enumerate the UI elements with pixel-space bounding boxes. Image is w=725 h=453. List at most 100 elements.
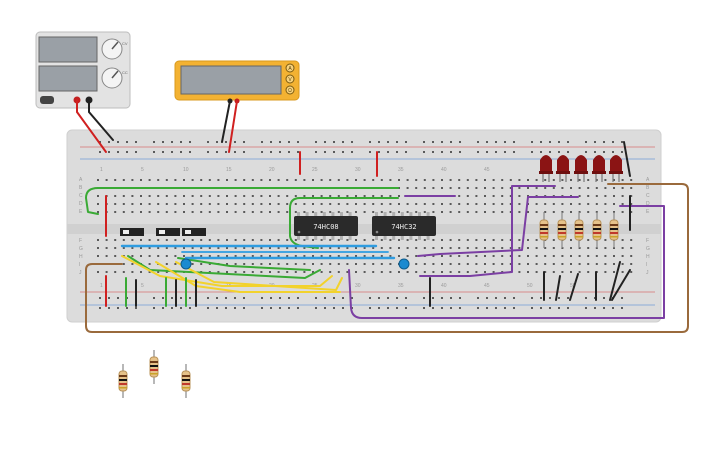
breadboard-hole[interactable] bbox=[415, 203, 418, 205]
breadboard-hole[interactable] bbox=[286, 271, 289, 273]
breadboard-hole[interactable] bbox=[372, 271, 375, 273]
breadboard-hole[interactable] bbox=[105, 255, 108, 257]
breadboard-hole[interactable] bbox=[621, 203, 624, 205]
breadboard-hole[interactable] bbox=[99, 141, 101, 143]
breadboard-hole[interactable] bbox=[277, 203, 280, 205]
breadboard-hole[interactable] bbox=[148, 203, 151, 205]
breadboard-hole[interactable] bbox=[389, 179, 392, 181]
breadboard-hole[interactable] bbox=[552, 247, 555, 249]
breadboard-hole[interactable] bbox=[535, 203, 538, 205]
breadboard-hole[interactable] bbox=[243, 239, 246, 241]
breadboard-hole[interactable] bbox=[122, 247, 125, 249]
breadboard-hole[interactable] bbox=[333, 141, 335, 143]
breadboard-hole[interactable] bbox=[260, 239, 263, 241]
led[interactable] bbox=[592, 155, 606, 182]
breadboard-hole[interactable] bbox=[475, 187, 478, 189]
breadboard-hole[interactable] bbox=[251, 263, 254, 265]
breadboard-hole[interactable] bbox=[578, 179, 581, 181]
breadboard-hole[interactable] bbox=[552, 255, 555, 257]
breadboard-hole[interactable] bbox=[243, 307, 245, 309]
breadboard-hole[interactable] bbox=[165, 211, 168, 213]
breadboard-hole[interactable] bbox=[131, 195, 134, 197]
breadboard-hole[interactable] bbox=[587, 239, 590, 241]
breadboard-hole[interactable] bbox=[380, 239, 383, 241]
breadboard-hole[interactable] bbox=[484, 247, 486, 249]
breadboard-hole[interactable] bbox=[570, 255, 572, 257]
breadboard-hole[interactable] bbox=[208, 255, 211, 257]
breadboard-hole[interactable] bbox=[355, 195, 357, 197]
breadboard-hole[interactable] bbox=[406, 239, 409, 241]
breadboard-hole[interactable] bbox=[475, 263, 478, 265]
breadboard-hole[interactable] bbox=[286, 247, 289, 249]
breadboard-hole[interactable] bbox=[208, 247, 211, 249]
breadboard-hole[interactable] bbox=[372, 247, 375, 249]
breadboard-hole[interactable] bbox=[208, 203, 211, 205]
breadboard-hole[interactable] bbox=[509, 195, 512, 197]
breadboard-hole[interactable] bbox=[234, 141, 236, 143]
breadboard-hole[interactable] bbox=[297, 141, 299, 143]
breadboard-hole[interactable] bbox=[105, 247, 108, 249]
breadboard-hole[interactable] bbox=[458, 187, 461, 189]
breadboard-hole[interactable] bbox=[604, 195, 607, 197]
breadboard-hole[interactable] bbox=[165, 195, 168, 197]
breadboard-hole[interactable] bbox=[449, 211, 452, 213]
breadboard-hole[interactable] bbox=[234, 263, 237, 265]
breadboard-hole[interactable] bbox=[355, 179, 357, 181]
breadboard-hole[interactable] bbox=[630, 271, 633, 273]
breadboard-hole[interactable] bbox=[183, 179, 185, 181]
breadboard-hole[interactable] bbox=[570, 179, 572, 181]
breadboard-hole[interactable] bbox=[604, 187, 607, 189]
breadboard-hole[interactable] bbox=[148, 255, 151, 257]
breadboard-hole[interactable] bbox=[286, 263, 289, 265]
breadboard-hole[interactable] bbox=[372, 195, 375, 197]
breadboard-hole[interactable] bbox=[518, 255, 521, 257]
breadboard-hole[interactable] bbox=[324, 297, 326, 299]
breadboard-hole[interactable] bbox=[621, 307, 623, 309]
breadboard-hole[interactable] bbox=[157, 255, 160, 257]
breadboard-hole[interactable] bbox=[484, 263, 486, 265]
breadboard-hole[interactable] bbox=[544, 271, 547, 273]
breadboard-hole[interactable] bbox=[380, 271, 383, 273]
breadboard-hole[interactable] bbox=[561, 263, 564, 265]
breadboard-hole[interactable] bbox=[140, 203, 142, 205]
breadboard-hole[interactable] bbox=[466, 203, 469, 205]
breadboard-hole[interactable] bbox=[441, 151, 443, 153]
breadboard-hole[interactable] bbox=[396, 297, 398, 299]
breadboard-hole[interactable] bbox=[200, 195, 203, 197]
breadboard-hole[interactable] bbox=[286, 195, 289, 197]
breadboard-hole[interactable] bbox=[492, 263, 495, 265]
multimeter[interactable]: A V Ω bbox=[174, 60, 300, 104]
breadboard-hole[interactable] bbox=[398, 239, 400, 241]
breadboard-hole[interactable] bbox=[432, 271, 435, 273]
breadboard-hole[interactable] bbox=[613, 203, 615, 205]
breadboard-hole[interactable] bbox=[612, 151, 614, 153]
power-supply[interactable]: CV CC bbox=[35, 31, 131, 109]
breadboard-hole[interactable] bbox=[441, 239, 443, 241]
breadboard-hole[interactable] bbox=[372, 255, 375, 257]
breadboard-hole[interactable] bbox=[171, 151, 173, 153]
breadboard-hole[interactable] bbox=[217, 203, 220, 205]
led[interactable] bbox=[556, 155, 570, 182]
breadboard-hole[interactable] bbox=[320, 179, 323, 181]
breadboard-hole[interactable] bbox=[475, 239, 478, 241]
breadboard-hole[interactable] bbox=[191, 247, 194, 249]
breadboard-hole[interactable] bbox=[217, 195, 220, 197]
led[interactable] bbox=[574, 155, 588, 182]
chip-74hc08[interactable]: 74HC08 bbox=[294, 212, 358, 240]
breadboard-hole[interactable] bbox=[165, 239, 168, 241]
breadboard-hole[interactable] bbox=[492, 247, 495, 249]
breadboard-hole[interactable] bbox=[504, 297, 506, 299]
breadboard-hole[interactable] bbox=[398, 179, 400, 181]
breadboard-hole[interactable] bbox=[269, 203, 271, 205]
breadboard-hole[interactable] bbox=[406, 255, 409, 257]
breadboard-hole[interactable] bbox=[243, 151, 245, 153]
breadboard-hole[interactable] bbox=[380, 203, 383, 205]
breadboard-hole[interactable] bbox=[260, 179, 263, 181]
breadboard-hole[interactable] bbox=[294, 195, 297, 197]
breadboard-hole[interactable] bbox=[191, 239, 194, 241]
breadboard-hole[interactable] bbox=[355, 211, 357, 213]
breadboard-hole[interactable] bbox=[329, 211, 332, 213]
breadboard-holes[interactable] bbox=[97, 141, 633, 309]
breadboard-hole[interactable] bbox=[561, 271, 564, 273]
breadboard-hole[interactable] bbox=[558, 297, 560, 299]
